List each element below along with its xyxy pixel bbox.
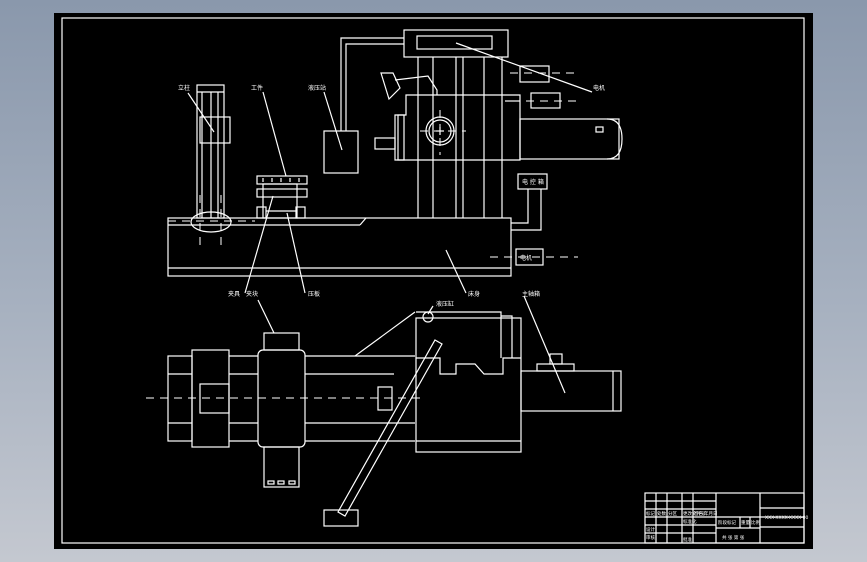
label-spindle-motor: 电机: [593, 84, 605, 92]
feed-motor: [515, 248, 544, 266]
label-control-box: 电 控 箱: [522, 178, 544, 186]
inner-border: [61, 17, 805, 544]
fixture-assembly: [256, 175, 308, 219]
label-clamp: 压板: [308, 290, 320, 298]
title-header-sign: 签名: [694, 510, 703, 517]
title-scale: 比例: [751, 519, 760, 526]
label-feed-motor: 电机: [520, 254, 532, 262]
label-column: 立柱: [178, 84, 190, 92]
title-design: 设计: [646, 526, 655, 533]
title-header-count: 处数: [657, 510, 666, 517]
title-standardization: 标准化: [683, 518, 697, 525]
plan-view: 液压缸 主轴箱: [146, 290, 622, 527]
title-header-zone: 分区: [668, 510, 677, 517]
label-fixture-base: 夹具: [228, 290, 240, 298]
control-box: [517, 173, 548, 190]
spindle-column: [403, 29, 509, 218]
title-header-mark: 标记: [646, 510, 655, 517]
gearbox: [354, 311, 522, 453]
top-elevation-view: 立柱 工件 液压站 电机 电 控 箱 电机 床身 夹具 夹块 压板: [167, 29, 623, 298]
machine-bed: [167, 217, 512, 277]
label-hydraulic-cylinder: 液压缸: [436, 300, 454, 308]
label-fixture-block: 夹块: [246, 290, 258, 298]
label-hydraulic-station: 液压站: [308, 84, 326, 92]
spindle-motor: [505, 65, 580, 109]
handle-lever: [380, 72, 401, 101]
title-stage: 阶段标记: [718, 519, 736, 526]
title-header-date: 年月日: [704, 510, 718, 517]
title-weight: 重量: [741, 519, 750, 526]
title-approve: 批准: [683, 536, 692, 543]
hydraulic-station: [323, 130, 359, 174]
title-review: 审核: [646, 534, 655, 541]
spindle-head: [374, 94, 623, 161]
title-sheet-count: 共 张 第 张: [722, 534, 745, 541]
label-gearbox: 主轴箱: [522, 290, 540, 298]
title-block: 标记 处数 分区 更改文件号 签名 年月日 设计 审核 标准化 批准 阶段标记 …: [644, 492, 809, 544]
label-workpiece: 工件: [251, 84, 263, 92]
title-drawing-number: XXX-XXXX-XXXX-00: [765, 515, 809, 521]
operating-handle: [337, 339, 443, 517]
title-header-file: 更改文件号: [683, 510, 706, 517]
label-bed: 床身: [468, 290, 480, 298]
